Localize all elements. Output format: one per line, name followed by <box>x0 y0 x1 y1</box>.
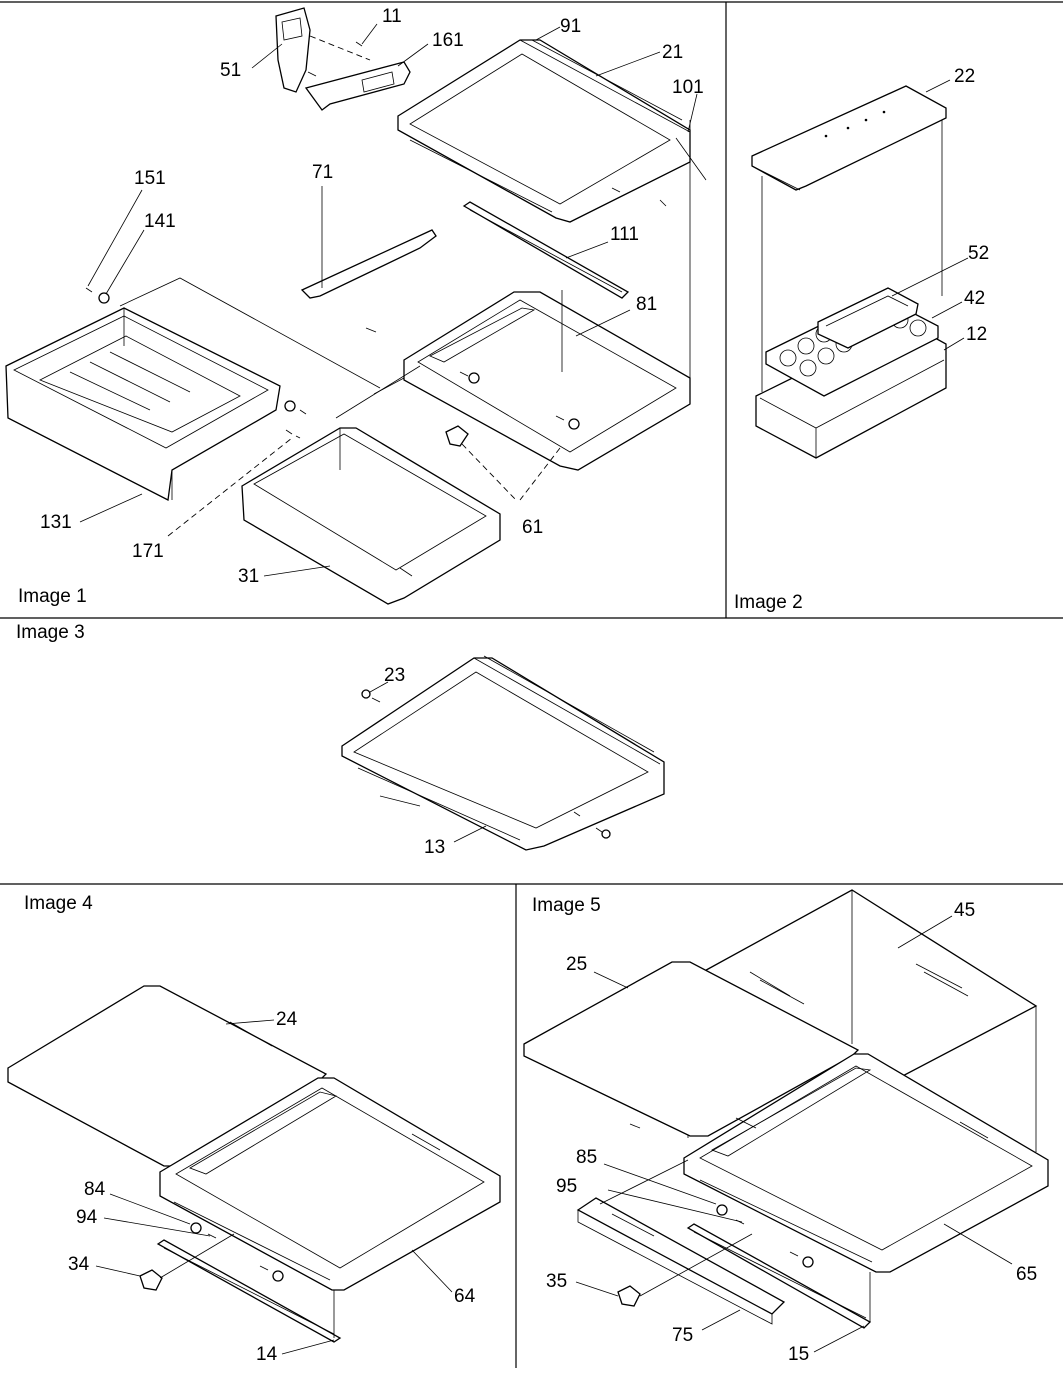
callout-131: 131 <box>40 512 72 533</box>
part-111-rail <box>462 201 630 299</box>
panel-5-drawing <box>523 889 1049 1329</box>
part-81-frame <box>403 291 691 471</box>
panel-1-callouts: 11 161 51 91 21 101 71 111 81 151 141 13… <box>40 6 704 587</box>
callout-71: 71 <box>312 162 333 183</box>
panel-5-leaders <box>575 915 1013 1353</box>
part-75-panel <box>576 1197 786 1315</box>
part-71-panel <box>300 229 437 299</box>
part-51-bracket <box>275 7 311 93</box>
panel-5-title: Image 5 <box>532 895 601 916</box>
part-13-shelf <box>341 657 665 851</box>
callout-151: 151 <box>134 168 166 189</box>
callout-95: 95 <box>556 1176 577 1197</box>
part-131-drawer <box>5 307 281 501</box>
panel-1-drawing <box>5 7 707 605</box>
part-161-channel <box>304 61 411 111</box>
panel-2-callouts: 22 52 42 12 <box>954 66 989 345</box>
callout-34: 34 <box>68 1254 90 1275</box>
panel-4-drawing <box>7 985 501 1343</box>
callout-12: 12 <box>966 324 987 345</box>
callout-111: 111 <box>610 224 639 245</box>
callout-45: 45 <box>954 900 975 921</box>
callout-91: 91 <box>560 16 581 37</box>
callout-75: 75 <box>672 1325 693 1346</box>
callout-81: 81 <box>636 294 657 315</box>
callout-42: 42 <box>964 288 985 309</box>
callout-15: 15 <box>788 1344 809 1365</box>
part-31-pan <box>241 427 501 605</box>
callout-21: 21 <box>662 42 683 63</box>
panel-4-leaders <box>95 1019 453 1355</box>
callout-52: 52 <box>968 243 989 264</box>
callout-13: 13 <box>424 837 445 858</box>
panel-1-leaders <box>79 23 698 577</box>
panel-2-leaders <box>891 79 969 351</box>
panel-1-title: Image 1 <box>18 586 87 607</box>
callout-31: 31 <box>238 566 259 587</box>
part-22-lid <box>751 85 947 191</box>
callout-161: 161 <box>432 30 464 51</box>
part-35-clip <box>617 1285 641 1307</box>
panel-3-callouts: 23 13 <box>384 665 445 858</box>
panel-4-title: Image 4 <box>24 893 93 914</box>
callout-101: 101 <box>672 77 704 98</box>
callout-64: 64 <box>454 1286 476 1307</box>
callout-85: 85 <box>576 1147 597 1168</box>
callout-141: 141 <box>144 211 176 232</box>
callout-11: 11 <box>382 6 402 27</box>
callout-171: 171 <box>132 541 164 562</box>
callout-65: 65 <box>1016 1264 1037 1285</box>
part-52-handle <box>817 287 919 349</box>
panel-3-leaders <box>369 681 487 843</box>
panel-2-drawing <box>751 85 947 459</box>
panel-3-title: Image 3 <box>16 622 85 643</box>
panel-2-title: Image 2 <box>734 592 803 613</box>
callout-23: 23 <box>384 665 405 686</box>
part-34-clip <box>139 1269 163 1291</box>
panel-3-drawing <box>341 655 665 851</box>
callout-94: 94 <box>76 1207 98 1228</box>
part-61-clip <box>445 425 469 447</box>
callout-51: 51 <box>220 60 241 81</box>
panel-4-callouts: 24 84 94 34 14 64 <box>68 1009 476 1365</box>
callout-35: 35 <box>546 1271 567 1292</box>
callout-61: 61 <box>522 517 543 538</box>
panel-5-callouts: 45 25 85 95 35 75 15 65 <box>546 900 1037 1365</box>
callout-24: 24 <box>276 1009 298 1030</box>
callout-22: 22 <box>954 66 975 87</box>
callout-84: 84 <box>84 1179 106 1200</box>
callout-14: 14 <box>256 1344 278 1365</box>
callout-25: 25 <box>566 954 587 975</box>
part-21-shelf <box>397 39 691 223</box>
